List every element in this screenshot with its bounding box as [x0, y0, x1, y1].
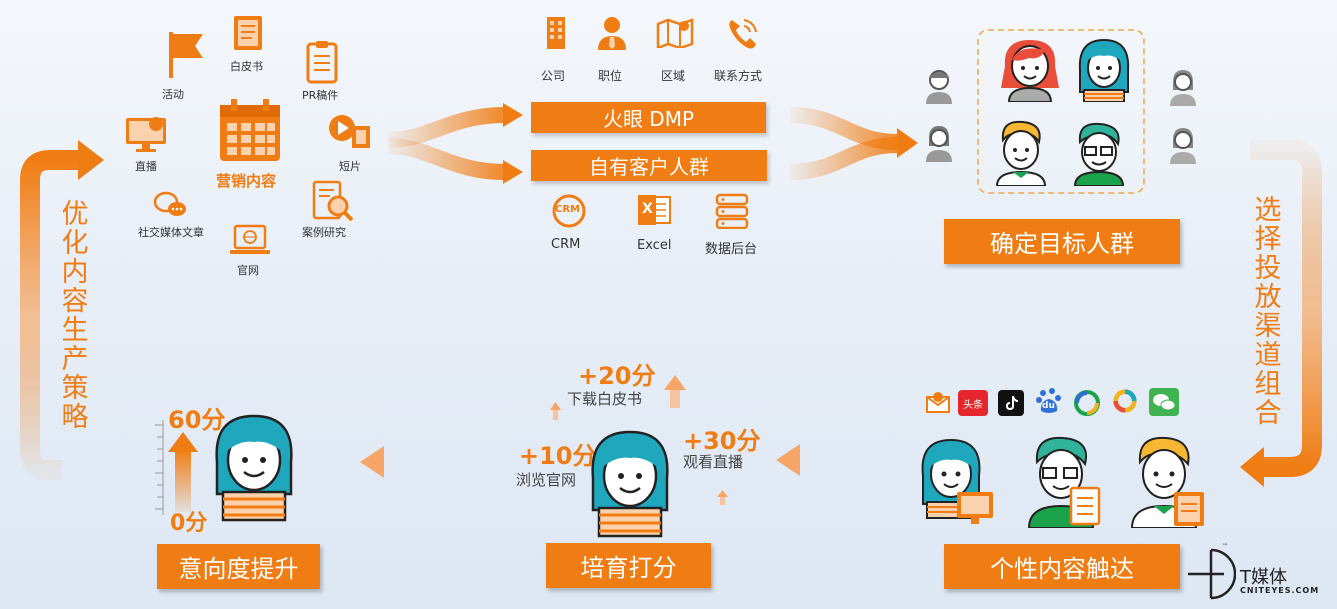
live-monitor-icon — [126, 117, 166, 152]
avatar-glasses-man-icon — [1073, 122, 1125, 186]
baidu-icon-text: du — [1042, 401, 1055, 411]
person-grey-icon — [926, 126, 952, 162]
book-icon — [234, 16, 262, 50]
toutiao-icon: 头条 — [958, 390, 988, 416]
person-grey-icon — [926, 70, 952, 104]
tencent-news-icon — [1074, 390, 1100, 416]
avatar-teal-woman-icon — [1078, 38, 1130, 102]
nurture-score-box: 培育打分 — [546, 543, 711, 588]
tmedia-logo-mark — [1188, 548, 1236, 600]
flow-arrow-to-target — [897, 128, 918, 158]
person-tie-icon — [598, 17, 626, 50]
intent-top-score: 60分 — [168, 406, 226, 434]
excel-icon — [638, 195, 671, 225]
source-label-pr: PR稿件 — [302, 89, 339, 102]
content-center-title: 营销内容 — [216, 172, 277, 190]
attr-label-contact: 联系方式 — [714, 69, 763, 83]
phone-icon — [729, 19, 757, 49]
flag-icon — [169, 32, 203, 78]
right-vertical-text: 选择投放渠道组合 — [1254, 195, 1282, 429]
source-label-crm: CRM — [551, 237, 581, 252]
flow-arrow-to-dmp-bottom — [387, 138, 506, 180]
source-label-backend: 数据后台 — [705, 242, 758, 257]
email-icon — [925, 390, 951, 416]
score-label-whitepaper: 下载白皮书 — [567, 390, 643, 408]
source-label-live: 直播 — [135, 160, 157, 173]
attr-label-region: 区域 — [661, 69, 686, 83]
avatar-teal-woman-icon — [215, 414, 293, 522]
crm-icon-text: CRM — [555, 204, 580, 215]
logo-tm: ™ — [1222, 543, 1228, 550]
logo-sub: CNITEYES.COM — [1240, 586, 1320, 595]
baidu-icon — [1036, 388, 1062, 414]
chat-bubbles-icon — [153, 191, 186, 216]
map-icon — [656, 18, 694, 48]
score-label-live: 观看直播 — [683, 453, 744, 471]
video-icon — [329, 115, 370, 148]
avatar-teal-woman-icon — [921, 438, 993, 524]
server-icon — [715, 193, 749, 229]
clipboard-icon — [306, 41, 338, 84]
avatar-blond-man-icon — [1130, 436, 1204, 528]
score-live: +30分 — [683, 427, 761, 455]
own-audience-bar: 自有客户人群 — [531, 150, 767, 181]
flow-arrow-to-dmp-top — [387, 107, 506, 148]
left-vertical-text: 优化内容生产策略 — [61, 199, 89, 433]
person-grey-icon — [1170, 128, 1196, 164]
personalized-reach-box: 个性内容触达 — [944, 544, 1180, 589]
dmp-bar: 火眼 DMP — [531, 102, 766, 133]
avatar-glasses-man-icon — [1027, 436, 1101, 528]
intent-bottom-score: 0分 — [170, 511, 208, 536]
target-group-frame — [977, 29, 1145, 194]
person-grey-icon — [1170, 70, 1196, 106]
logo-name: T媒体 — [1240, 567, 1287, 588]
laptop-icon — [230, 224, 270, 254]
source-label-whitepaper: 白皮书 — [230, 60, 263, 73]
target-audience-box: 确定目标人群 — [944, 219, 1180, 264]
source-label-video: 短片 — [339, 160, 361, 173]
avatar-redhair-woman-icon — [1001, 40, 1059, 102]
right-loop-arrow — [1250, 140, 1322, 477]
source-label-social: 社交媒体文章 — [138, 226, 204, 239]
source-label-case: 案例研究 — [302, 226, 346, 239]
building-icon — [547, 17, 565, 49]
case-study-icon — [312, 180, 354, 222]
calendar-icon — [220, 99, 280, 161]
source-label-event: 活动 — [162, 88, 184, 101]
avatar-blond-man-icon — [995, 120, 1047, 186]
attr-label-company: 公司 — [541, 69, 566, 83]
left-loop-arrow — [20, 150, 80, 480]
attr-label-position: 职位 — [598, 69, 623, 83]
source-label-excel: Excel — [637, 238, 672, 253]
ring-icon — [1112, 388, 1138, 414]
score-whitepaper: +20分 — [578, 362, 656, 390]
score-website: +10分 — [519, 442, 597, 470]
tiktok-icon — [998, 390, 1024, 416]
score-label-website: 浏览官网 — [516, 471, 577, 489]
excel-icon-text: X — [642, 201, 653, 217]
wechat-icon — [1149, 388, 1179, 416]
source-label-website: 官网 — [237, 264, 259, 277]
crm-icon — [552, 194, 586, 228]
avatar-teal-woman-icon — [591, 430, 669, 538]
intent-increase-box: 意向度提升 — [157, 544, 320, 589]
